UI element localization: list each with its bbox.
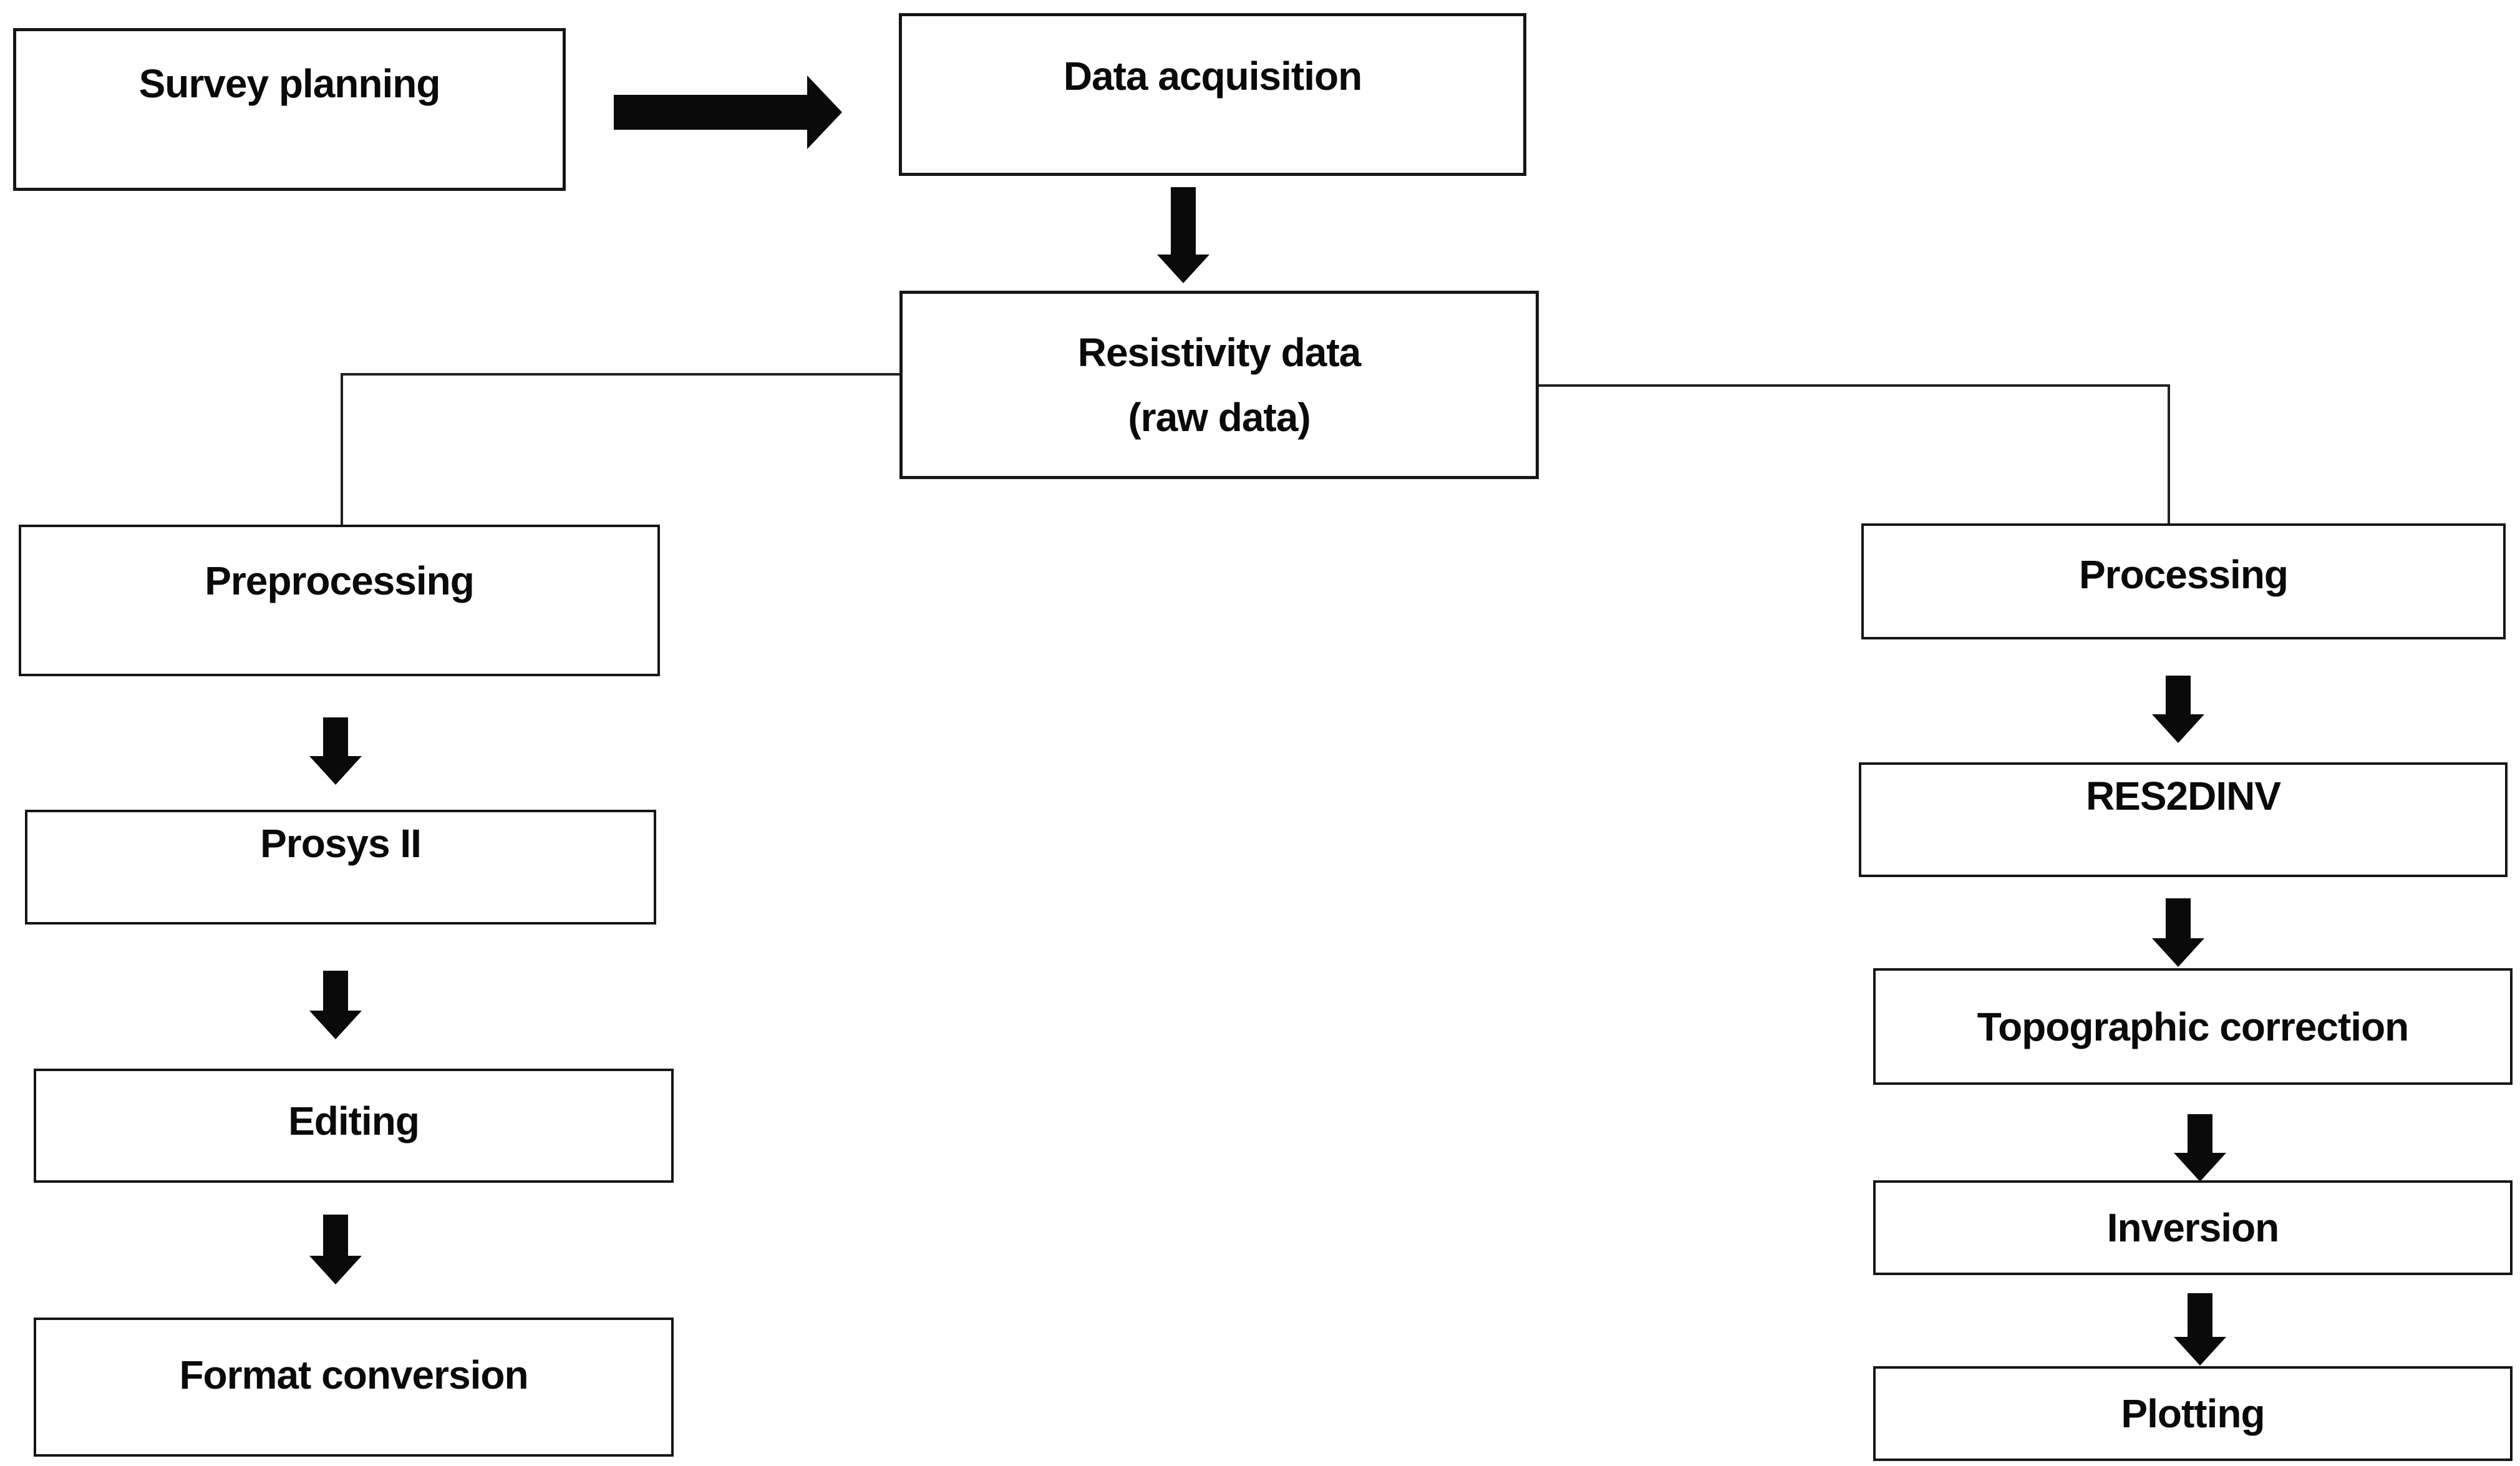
arrow-head-right-icon — [807, 75, 842, 149]
node-res2dinv: RES2DINV — [1859, 762, 2508, 877]
arrow-head-down-icon — [309, 1256, 362, 1284]
arrow-shaft — [2166, 676, 2191, 714]
node-label: Plotting — [2121, 1391, 2265, 1436]
node-inversion: Inversion — [1873, 1180, 2513, 1275]
arrow-processing-to-res2dinv — [2152, 676, 2204, 743]
arrow-shaft — [614, 95, 807, 130]
arrow-prosys-ii-to-editing — [309, 971, 362, 1039]
node-label: Format conversion — [179, 1352, 528, 1397]
connector-resistivity-to-processing-v-segment — [2168, 384, 2170, 535]
node-sublabel: (raw data) — [1128, 395, 1311, 440]
arrow-shaft — [2166, 898, 2191, 938]
node-topographic-correction: Topographic correction — [1873, 968, 2513, 1085]
node-processing: Processing — [1861, 523, 2506, 639]
node-prosys-ii: Prosys II — [25, 810, 656, 925]
node-label: RES2DINV — [2085, 774, 2281, 818]
arrow-head-down-icon — [2152, 938, 2204, 967]
connector-resistivity-to-preprocessing-h-segment — [341, 373, 899, 376]
node-label: Survey planning — [138, 61, 441, 106]
node-data-acquisition: Data acquisition — [899, 13, 1526, 176]
node-label: Resistivity data — [1077, 330, 1362, 375]
node-label: Prosys II — [260, 821, 422, 866]
arrow-shaft — [2188, 1114, 2212, 1153]
arrow-editing-to-format-conversion — [309, 1215, 362, 1284]
node-survey-planning: Survey planning — [13, 28, 566, 191]
arrow-head-down-icon — [309, 756, 362, 785]
arrow-head-down-icon — [309, 1011, 362, 1039]
arrow-head-down-icon — [2174, 1337, 2226, 1366]
node-label: Data acquisition — [1063, 54, 1362, 99]
node-plotting: Plotting — [1873, 1366, 2513, 1461]
node-label: Preprocessing — [205, 558, 475, 603]
arrow-data-acquisition-to-resistivity-data — [1157, 187, 1209, 283]
node-resistivity-data: Resistivity data (raw data) — [899, 291, 1539, 479]
node-label: Inversion — [2106, 1205, 2280, 1250]
arrow-shaft — [2188, 1293, 2212, 1337]
node-editing: Editing — [34, 1069, 674, 1183]
node-label: Topographic correction — [1977, 1004, 2410, 1049]
node-preprocessing: Preprocessing — [19, 525, 660, 676]
arrow-preprocessing-to-prosys-ii — [309, 717, 362, 785]
arrow-head-down-icon — [2152, 714, 2204, 743]
arrow-survey-planning-to-data-acquisition — [614, 75, 842, 149]
connector-resistivity-to-preprocessing-v-segment — [341, 373, 343, 536]
arrow-head-down-icon — [1157, 255, 1209, 283]
arrow-topographic-correction-to-inversion — [2174, 1114, 2226, 1182]
arrow-shaft — [323, 717, 348, 756]
arrow-shaft — [323, 1215, 348, 1256]
node-format-conversion: Format conversion — [34, 1318, 674, 1457]
arrow-head-down-icon — [2174, 1153, 2226, 1182]
arrow-res2dinv-to-topographic-correction — [2152, 898, 2204, 967]
arrow-shaft — [323, 971, 348, 1011]
arrow-inversion-to-plotting — [2174, 1293, 2226, 1366]
connector-resistivity-to-processing-h-segment — [1538, 384, 2170, 387]
node-label: Processing — [2078, 552, 2289, 597]
arrow-shaft — [1171, 187, 1196, 255]
node-label: Editing — [288, 1099, 420, 1143]
